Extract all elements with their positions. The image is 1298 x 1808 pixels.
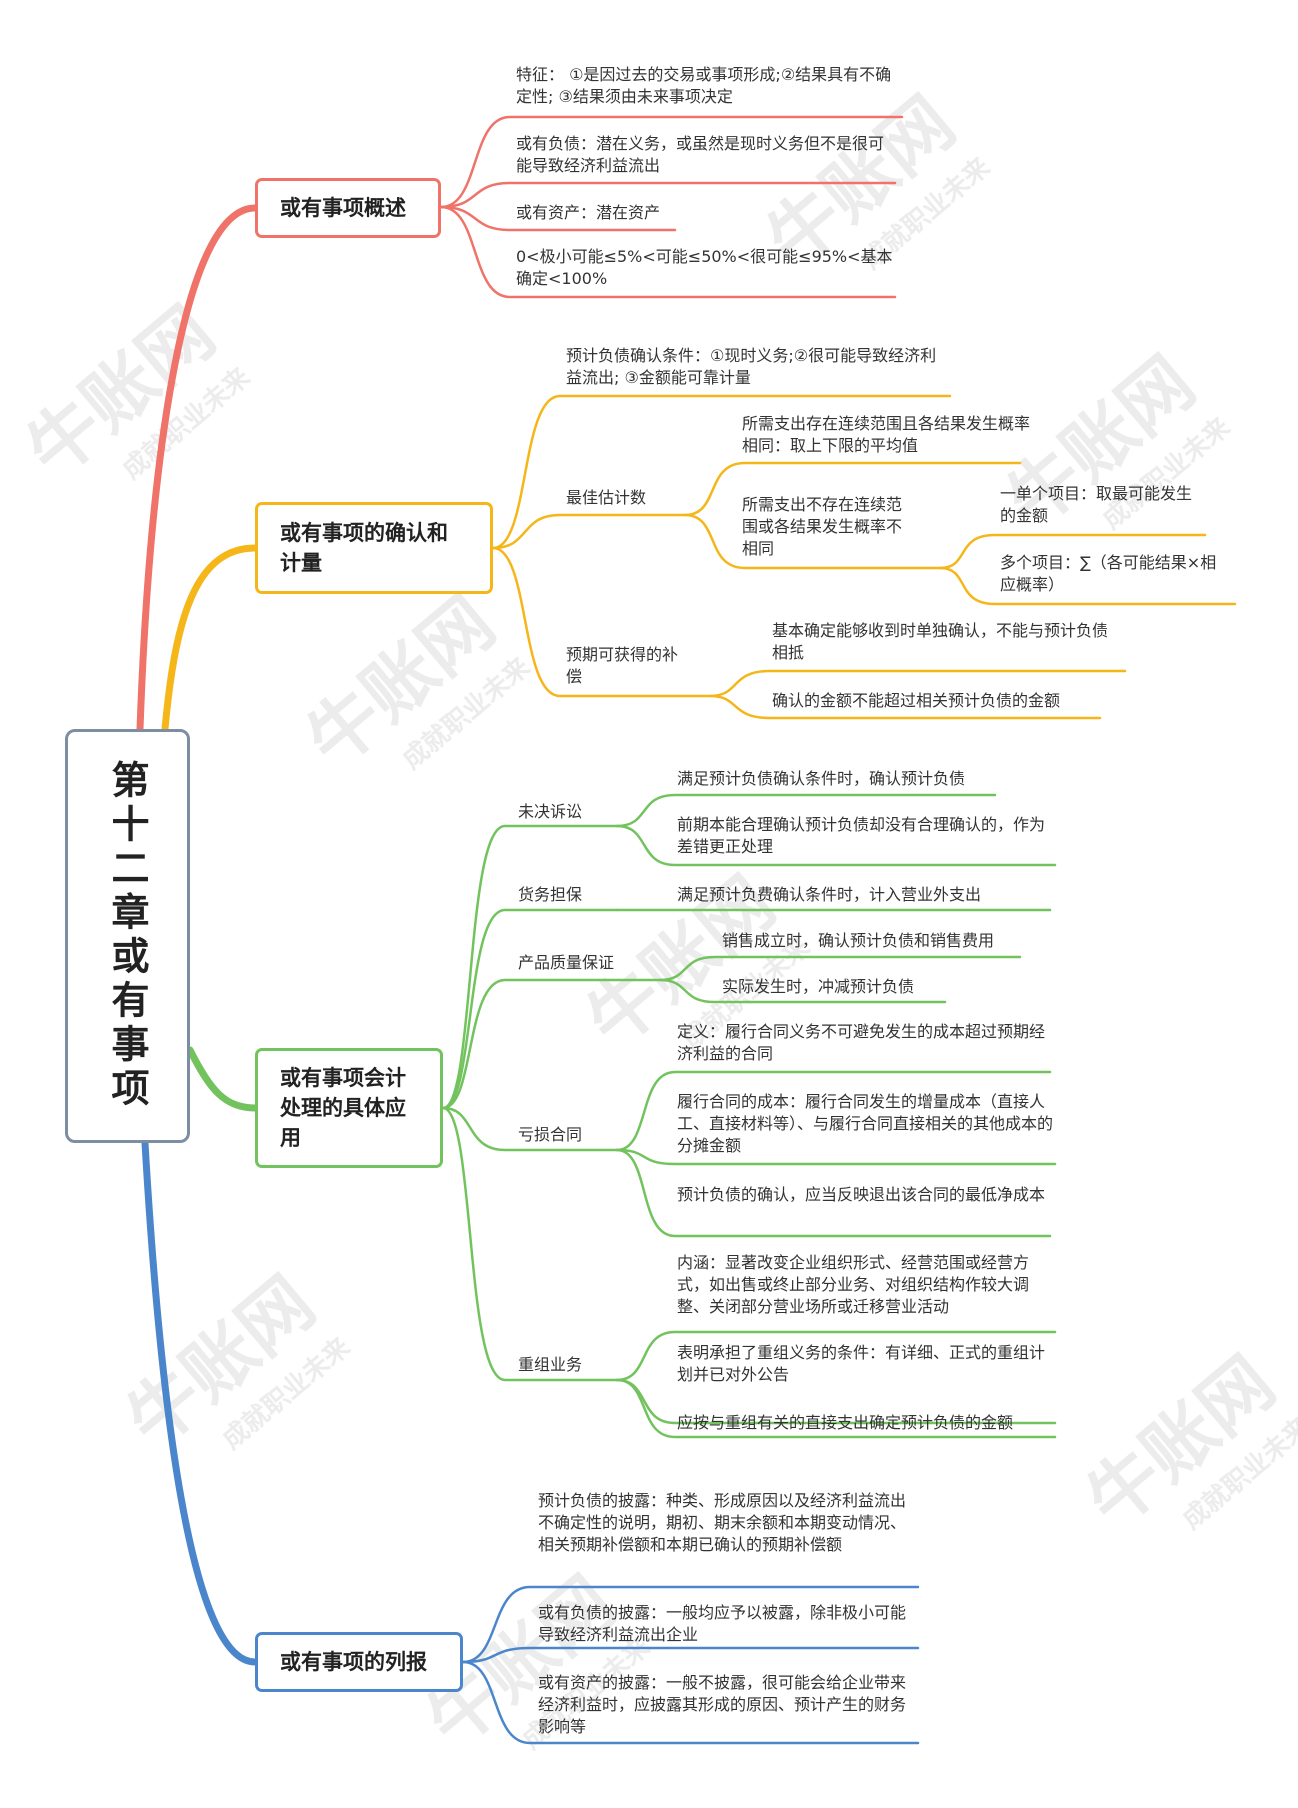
best-estimate-multiple-items[interactable]: 多个项目：∑（各可能结果×相应概率） xyxy=(1000,553,1217,594)
topic-application[interactable]: 或有事项会计处理的具体应用 xyxy=(255,1048,443,1168)
debt-guarantee[interactable]: 货务担保 xyxy=(518,885,583,904)
compensation-limit[interactable]: 确认的金额不能超过相关预计负债的金额 xyxy=(772,691,1061,710)
restructuring[interactable]: 重组业务 xyxy=(518,1355,583,1374)
restructuring-provision[interactable]: 应按与重组有关的直接支出确定预计负债的金额 xyxy=(677,1413,1014,1432)
expected-compensation[interactable]: 预期可获得的补偿 xyxy=(566,645,679,686)
onerous-contract[interactable]: 亏损合同 xyxy=(518,1125,583,1144)
overview-characteristics[interactable]: 特征： ①是因过去的交易或事项形成;②结果具有不确定性; ③结果须由未来事项决定 xyxy=(516,65,892,106)
connector-root-presentation xyxy=(141,1139,259,1666)
recognition-conditions[interactable]: 预计负债确认条件：①现时义务;②很可能导致经济利益流出; ③金额能可靠计量 xyxy=(566,346,937,387)
topic-recognition-title: 或有事项的确认和计量 xyxy=(280,521,448,575)
onerous-cost[interactable]: 履行合同的成本：履行合同发生的增量成本（直接人工、直接材料等）、与履行合同直接相… xyxy=(677,1092,1054,1155)
overview-contingent-liability[interactable]: 或有负债：潜在义务，或虽然是现时义务但不是很可能导致经济利益流出 xyxy=(516,134,885,175)
warranty-item-2[interactable]: 实际发生时，冲减预计负债 xyxy=(722,977,915,996)
topic-recognition[interactable]: 或有事项的确认和计量 xyxy=(255,502,493,594)
litigation-item-1[interactable]: 满足预计负债确认条件时，确认预计负债 xyxy=(677,769,966,788)
root-title: 第十二章或有事项 xyxy=(105,760,149,1112)
connector-root-recognition xyxy=(161,544,259,733)
product-warranty[interactable]: 产品质量保证 xyxy=(518,953,615,972)
best-estimate[interactable]: 最佳估计数 xyxy=(566,488,647,507)
warranty-item-1[interactable]: 销售成立时，确认预计负债和销售费用 xyxy=(722,931,995,950)
best-estimate-noncontinuous[interactable]: 所需支出不存在连续范围或各结果发生概率不相同 xyxy=(742,495,903,558)
disclosure-contingent-liability[interactable]: 或有负债的披露：一般均应予以被露，除非极小可能导致经济利益流出企业 xyxy=(538,1603,907,1644)
litigation-item-2[interactable]: 前期本能合理确认预计负债却没有合理确认的，作为差错更正处理 xyxy=(677,815,1046,856)
topic-presentation-title: 或有事项的列报 xyxy=(280,1650,427,1674)
overview-contingent-asset[interactable]: 或有资产：潜在资产 xyxy=(516,203,661,222)
topic-application-title: 或有事项会计处理的具体应用 xyxy=(280,1066,406,1150)
guarantee-item-1[interactable]: 满足预计负费确认条件时，计入营业外支出 xyxy=(677,885,982,904)
topic-overview[interactable]: 或有事项概述 xyxy=(255,178,441,238)
connector-root-application xyxy=(186,1046,259,1112)
restructuring-obligation[interactable]: 表明承担了重组义务的条件：有详细、正式的重组计划并已对外公告 xyxy=(677,1343,1046,1384)
root-topic[interactable]: 第十二章或有事项 xyxy=(65,729,190,1143)
onerous-definition[interactable]: 定义：履行合同义务不可避免发生的成本超过预期经济利益的合同 xyxy=(677,1022,1046,1063)
restructuring-definition[interactable]: 内涵：显著改变企业组织形式、经营范围或经营方式，如出售或终止部分业务、对组织结构… xyxy=(677,1253,1030,1316)
connector-root-overview xyxy=(136,204,259,733)
best-estimate-continuous[interactable]: 所需支出存在连续范围且各结果发生概率相同：取上下限的平均值 xyxy=(742,414,1031,455)
onerous-provision[interactable]: 预计负债的确认，应当反映退出该合同的最低净成本 xyxy=(677,1185,1046,1204)
pending-litigation[interactable]: 未决诉讼 xyxy=(518,802,583,821)
topic-overview-title: 或有事项概述 xyxy=(280,196,406,220)
topic-presentation[interactable]: 或有事项的列报 xyxy=(255,1632,463,1692)
disclosure-provision[interactable]: 预计负债的披露：种类、形成原因以及经济利益流出不确定性的说明，期初、期末余额和本… xyxy=(538,1491,907,1554)
overview-probability-scale[interactable]: 0<极小可能≤5%<可能≤50%<很可能≤95%<基本确定<100% xyxy=(516,247,893,288)
compensation-separate-recognition[interactable]: 基本确定能够收到时单独确认，不能与预计负债相抵 xyxy=(772,621,1109,662)
best-estimate-single-item[interactable]: 一单个项目：取最可能发生的金额 xyxy=(1000,484,1193,525)
disclosure-contingent-asset[interactable]: 或有资产的披露：一般不披露，很可能会给企业带来经济利益时，应披露其形成的原因、预… xyxy=(538,1673,907,1736)
